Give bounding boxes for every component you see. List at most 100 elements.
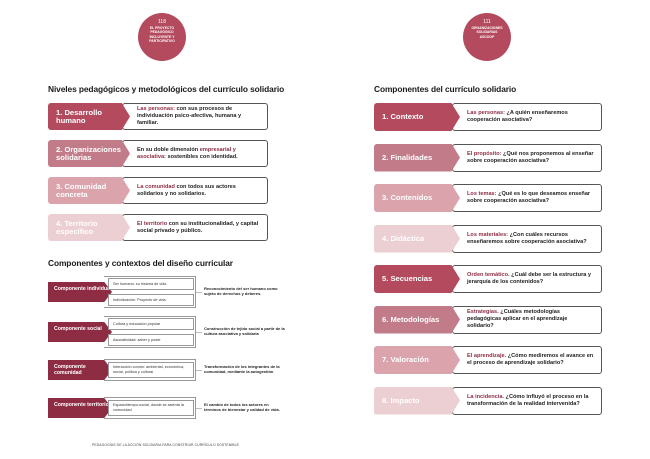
components-title: Componentes y contextos del diseño curri… — [48, 258, 233, 268]
description-text: La incidencia. ¿Cómo influyó el proceso … — [467, 394, 595, 408]
description-box: En su doble dimensión empresarial y asoc… — [122, 140, 268, 167]
description-highlight: Los materiales: — [467, 231, 509, 238]
level-label: 4. Didáctica — [374, 224, 460, 253]
description-box: Las personas: ¿A quién enseñaremos coope… — [452, 103, 602, 131]
curriculum-row: Los temas: ¿Qué es lo que deseamos enseñ… — [374, 184, 610, 212]
curriculum-title: Componentes del currículo solidario — [374, 84, 517, 94]
page-number: 111 — [483, 19, 491, 25]
description-box: La incidencia. ¿Cómo influyó el proceso … — [452, 386, 602, 415]
description-box: El aprendizaje. ¿Cómo mediremos el avanc… — [452, 346, 602, 374]
levels-title: Niveles pedagógicos y metodológicos del … — [48, 84, 285, 94]
component-result: Reconocimiento del ser humano como sujet… — [204, 286, 278, 297]
level-label: 3. Comunidad concreta — [48, 177, 130, 204]
description-highlight: Las personas: — [467, 110, 505, 116]
curriculum-row: La incidencia. ¿Cómo influyó el proceso … — [374, 386, 610, 415]
description-text: En su doble dimensión empresarial y asoc… — [137, 147, 261, 161]
component-connector — [196, 292, 202, 293]
description-body: con su institucionalidad, y capital soci… — [137, 220, 259, 234]
component-connector — [196, 370, 202, 371]
level-row: Las personas: con sus procesos de indivi… — [48, 103, 276, 130]
component-frame — [104, 316, 196, 348]
description-body: ¿Cómo mediremos el avance en el proceso … — [467, 353, 594, 366]
level-row: El territorio con su institucionalidad, … — [48, 214, 276, 241]
description-box: La comunidad con todos sus actores solid… — [122, 177, 268, 204]
component-cell: Cultura y educación popular — [108, 318, 194, 330]
description-highlight: Estrategias. — [467, 309, 499, 315]
description-body: con sus procesos de individuación psico-… — [137, 106, 242, 126]
description-box: El propósito: ¿Qué nos proponemos al ens… — [452, 143, 602, 172]
description-text: Las personas: con sus procesos de indivi… — [137, 106, 261, 127]
component-label: Componente territorio — [48, 398, 112, 418]
description-body: ¿Qué es lo que deseamos enseñar sobre co… — [467, 191, 591, 204]
component-result: Construcción de tejido social a partir d… — [204, 326, 285, 337]
description-highlight: Los temas: — [467, 191, 497, 197]
description-highlight: La comunidad — [137, 183, 175, 190]
description-highlight: El propósito: — [467, 150, 502, 157]
level-label: 5. Secuencias — [374, 265, 460, 293]
component-connector — [196, 408, 202, 409]
level-label: 2. Organizaciones solidarias — [48, 140, 130, 167]
description-box: Los temas: ¿Qué es lo que deseamos enseñ… — [452, 184, 602, 212]
page-number-badge-right: 111 ORGANIZACIONES SOLIDARIAS ASCOOP — [463, 13, 511, 61]
curriculum-row: Las personas: ¿A quién enseñaremos coope… — [374, 103, 610, 131]
description-text: El territorio con su institucionalidad, … — [137, 221, 261, 235]
description-body: ¿Cómo influyó el proceso en la transform… — [467, 393, 589, 407]
component-result: El cambio de todos los actores en términ… — [204, 402, 280, 413]
description-body: ¿A quién enseñaremos cooperación asociat… — [467, 110, 568, 123]
component-cell: Interacción común: ambiental, económica,… — [108, 362, 194, 378]
level-label: 7. Valoración — [374, 346, 460, 374]
description-text: Orden temático. ¿Cuál debe ser la estruc… — [467, 272, 595, 286]
component-label: Componente comunidad — [48, 360, 112, 380]
description-body: ¿Cuál debe ser la estructura y jerarquía… — [467, 272, 592, 285]
level-label: 6. Metodologías — [374, 305, 460, 334]
level-label: 1. Contexto — [374, 103, 460, 131]
component-label: Componente individual — [48, 282, 112, 302]
description-text: Estrategias. ¿Cuáles metodologías pedagó… — [467, 309, 595, 330]
description-highlight: El aprendizaje. — [467, 353, 507, 359]
level-label: 3. Contenidos — [374, 184, 460, 212]
level-row: La comunidad con todos sus actores solid… — [48, 177, 276, 204]
curriculum-row: El aprendizaje. ¿Cómo mediremos el avanc… — [374, 346, 610, 374]
level-label: 2. Finalidades — [374, 143, 460, 172]
description-highlight: empresarial y asociativa: — [137, 146, 236, 160]
description-box: Orden temático. ¿Cuál debe ser la estruc… — [452, 265, 602, 293]
description-box: Las personas: con sus procesos de indivi… — [122, 103, 268, 130]
curriculum-row: El propósito: ¿Qué nos proponemos al ens… — [374, 143, 610, 172]
component-frame — [104, 397, 196, 419]
page-number: 118 — [158, 19, 166, 25]
component-connector — [196, 332, 202, 333]
description-text: El propósito: ¿Qué nos proponemos al ens… — [467, 151, 595, 165]
page-footer: PEDAGOGÍAS DE LA ACCIÓN SOLIDARIA PARA C… — [92, 443, 240, 447]
curriculum-row: Orden temático. ¿Cuál debe ser la estruc… — [374, 265, 610, 293]
description-text: Los materiales: ¿Con cuáles recursos ens… — [467, 232, 595, 246]
chapter-label: EL PROYECTO PEDAGÓGICO INCLUYENTE Y PART… — [149, 26, 175, 43]
description-highlight: El territorio — [137, 220, 168, 227]
description-text: El aprendizaje. ¿Cómo mediremos el avanc… — [467, 353, 595, 367]
description-text: La comunidad con todos sus actores solid… — [137, 184, 261, 198]
curriculum-row: Los materiales: ¿Con cuáles recursos ens… — [374, 224, 610, 253]
description-body: sostenibles con identidad. — [165, 153, 238, 160]
description-highlight: La incidencia. — [467, 393, 504, 400]
component-frame — [104, 359, 196, 381]
level-label: 4. Territorio específico — [48, 214, 130, 241]
description-body: ¿Qué nos proponemos al enseñar sobre coo… — [467, 150, 594, 164]
description-body: con todos sus actores solidarios y no so… — [137, 183, 236, 197]
component-cell: Ser humano: su historia de vida — [108, 278, 194, 290]
description-highlight: Las personas: — [137, 106, 175, 112]
description-body: ¿Cuáles metodologías pedagógicas aplicar… — [467, 309, 568, 329]
description-prefix: En su doble dimensión — [137, 146, 200, 153]
component-cell: Espaciotiempo-social, donde se asienta l… — [108, 400, 194, 416]
description-text: Los temas: ¿Qué es lo que deseamos enseñ… — [467, 191, 595, 205]
description-highlight: Orden temático. — [467, 272, 510, 278]
level-label: 8. Impacto — [374, 386, 460, 415]
chapter-label: ORGANIZACIONES SOLIDARIAS ASCOOP — [471, 26, 503, 39]
page-number-badge-left: 118 EL PROYECTO PEDAGÓGICO INCLUYENTE Y … — [138, 13, 186, 61]
description-box: El territorio con su institucionalidad, … — [122, 214, 268, 241]
component-cell: Asociatividad: saber y poder — [108, 334, 194, 346]
component-cell: Individuación. Proyecto de vida — [108, 294, 194, 306]
curriculum-row: Estrategias. ¿Cuáles metodologías pedagó… — [374, 305, 610, 334]
